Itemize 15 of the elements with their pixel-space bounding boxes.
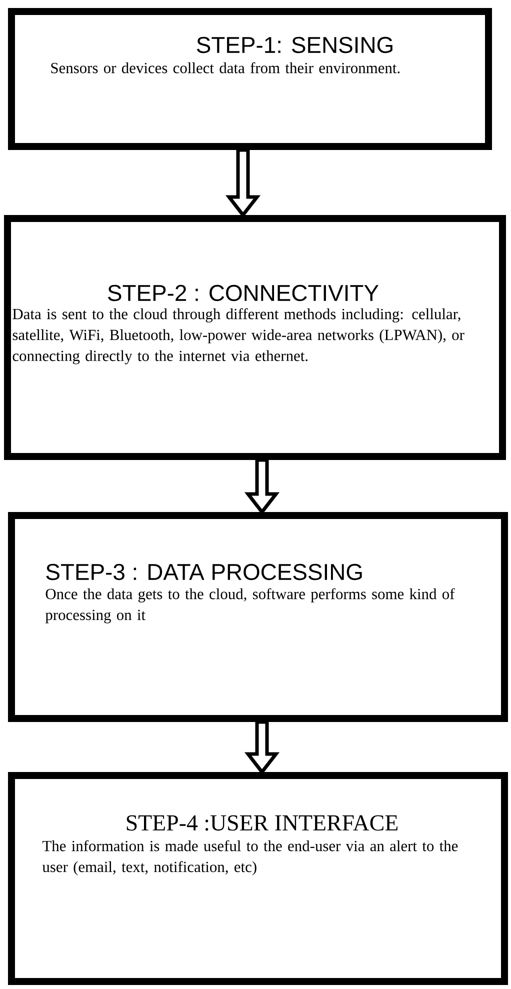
block-arrow [244,458,280,515]
block-arrow [225,148,261,218]
step-description: Sensors or devices collect data from their environment. [51,62,400,74]
step-box [8,772,508,985]
step-description: Once the data gets to the cloud, software performs some kind of processing on it [45,588,455,624]
step-description: The information is made useful to the end-user via an alert to the user (email, text, notification, etc) [42,840,458,876]
block-arrow [244,720,280,775]
step-heading: STEP-1: SENSING [196,36,392,54]
step-heading: STEP-4 :USER INTERFACE [126,815,398,831]
step-description: Data is sent to the cloud through different methods including: cellular, satellite, WiFi, Bluetooth, low-power wide-area networks (LPWAN), or connecting directly to the internet via ethernet. [12,308,464,364]
step-box [8,8,492,150]
step-box [4,215,506,460]
step-box [8,512,508,722]
step-heading: STEP-3 : DATA PROCESSING [46,564,362,580]
step-heading: STEP-2 : CONNECTIVITY [108,284,378,302]
